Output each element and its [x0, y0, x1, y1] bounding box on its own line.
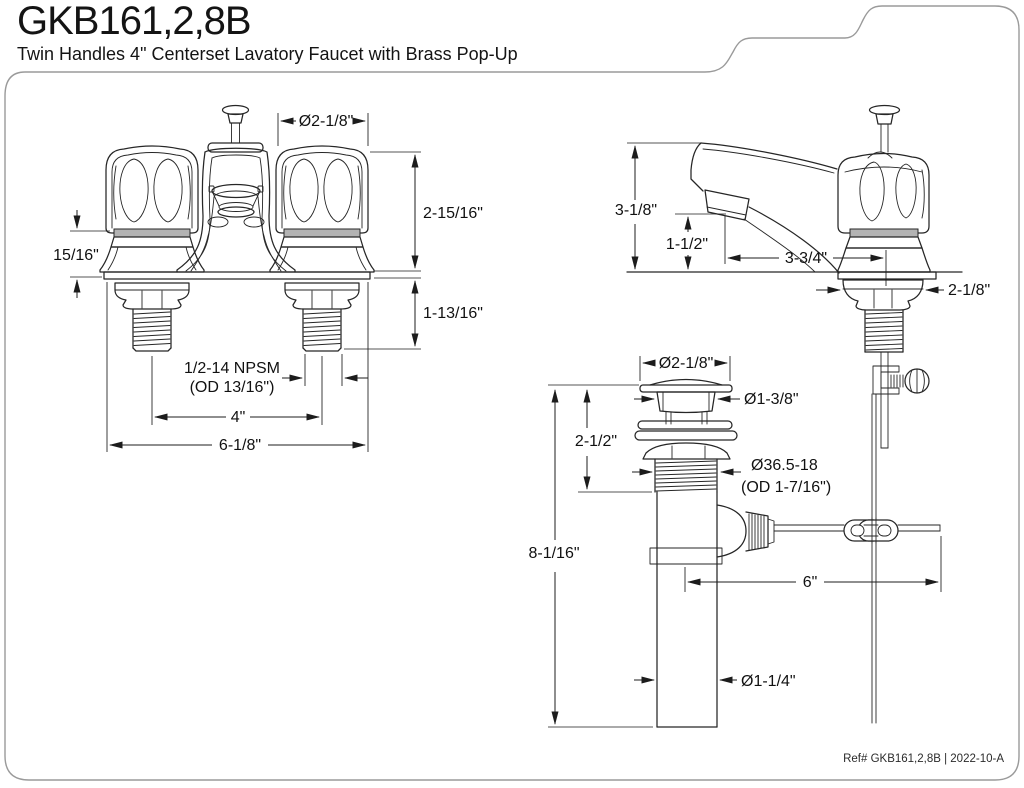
dim-side-overall-height: 3-1/8" — [615, 202, 657, 219]
front-view-drawing: Ø2-1/8" 2-15/16" 15/16" 1-13/16" 1/2-14 … — [53, 104, 483, 454]
dim-side-spout-reach: 3-3/4" — [785, 250, 827, 267]
side-base-plate — [837, 271, 937, 280]
side-view-drawing: 3-1/8" 1-1/2" 3-3/4" 2-1/8" — [615, 104, 990, 724]
drain-clevis-clip — [843, 517, 899, 544]
dim-side-spout-height: 1-1/2" — [666, 236, 708, 253]
front-shank — [114, 282, 190, 352]
dim-drain-flange-diameter: Ø2-1/8" — [659, 355, 714, 372]
drain-dimensions: Ø2-1/8" Ø1-3/8" 2-1/2" Ø36.5-18 (OD 1-7/… — [528, 355, 942, 728]
page-subtitle: Twin Handles 4" Centerset Lavatory Fauce… — [17, 44, 518, 64]
front-lift-rod — [221, 104, 250, 144]
side-dimensions: 3-1/8" 1-1/2" 3-3/4" 2-1/8" — [615, 142, 990, 299]
dim-front-handle-base-height: 15/16" — [53, 247, 99, 264]
drain-ball-rod-elbow — [716, 504, 941, 558]
dim-drain-stopper-diameter: Ø1-3/8" — [744, 391, 799, 408]
dim-front-handle-diameter: Ø2-1/8" — [299, 113, 354, 130]
drain-flange-stopper — [634, 378, 738, 460]
footer-ref: Ref# GKB161,2,8B | 2022-10-A — [843, 753, 1004, 765]
drain-assembly-drawing: Ø2-1/8" Ø1-3/8" 2-1/2" Ø36.5-18 (OD 1-7/… — [528, 355, 942, 728]
dim-side-base-depth: 2-1/8" — [948, 282, 990, 299]
dim-front-thread-spec-1: 1/2-14 NPSM — [184, 360, 280, 377]
front-handle-knob — [99, 145, 205, 273]
side-spout — [690, 142, 840, 274]
page-border — [4, 5, 1020, 781]
dim-drain-rod-length: 6" — [803, 574, 818, 591]
drain-threads — [654, 458, 718, 493]
side-shank-assembly — [842, 279, 930, 724]
drain-tailpiece — [649, 491, 723, 728]
dim-front-thread-spec-2: (OD 13/16") — [190, 379, 275, 396]
dim-drain-overall-length: 8-1/16" — [528, 545, 579, 562]
dim-drain-tailpiece-diameter: Ø1-1/4" — [741, 673, 796, 690]
dim-front-body-height: 2-15/16" — [423, 205, 483, 222]
dim-drain-thread-spec-1: Ø36.5-18 — [751, 457, 818, 474]
dim-drain-thread-spec-2: (OD 1-7/16") — [741, 479, 831, 496]
dim-front-center-spacing: 4" — [231, 409, 246, 426]
page-title: GKB161,2,8B — [17, 0, 252, 43]
front-deck-plate — [103, 271, 371, 280]
side-handle-knob — [837, 152, 931, 273]
dim-drain-thread-length: 2-1/2" — [575, 433, 617, 450]
front-body — [176, 142, 296, 273]
front-dimensions: Ø2-1/8" 2-15/16" 15/16" 1-13/16" 1/2-14 … — [53, 113, 483, 454]
dim-front-overall-width: 6-1/8" — [219, 437, 261, 454]
side-lift-rod — [867, 104, 901, 159]
title-block: GKB161,2,8B Twin Handles 4" Centerset La… — [17, 0, 518, 64]
dim-front-shank-length: 1-13/16" — [423, 305, 483, 322]
